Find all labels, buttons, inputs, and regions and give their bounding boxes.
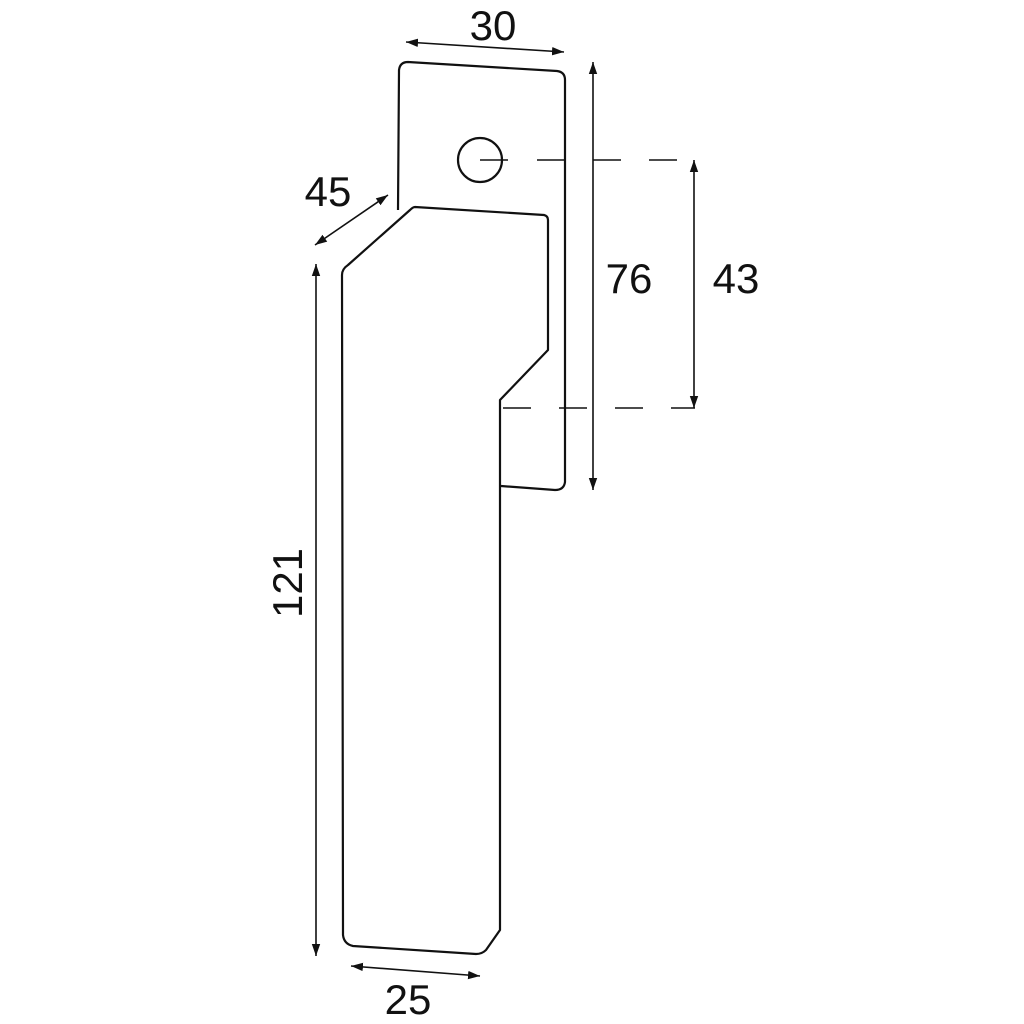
dim-label-45: 45: [305, 168, 352, 215]
dim-label-43: 43: [713, 255, 760, 302]
dim-arrow-25: [350, 962, 481, 980]
handle-outline: [340, 205, 550, 956]
backplate-outline: [396, 60, 567, 492]
dim-arrow-30: [405, 38, 565, 56]
dim-label-121: 121: [264, 548, 311, 618]
dim-label-76: 76: [606, 255, 653, 302]
dim-label-25: 25: [385, 976, 432, 1023]
dim-arrow-45: [314, 194, 389, 246]
dim-label-30: 30: [470, 2, 517, 49]
